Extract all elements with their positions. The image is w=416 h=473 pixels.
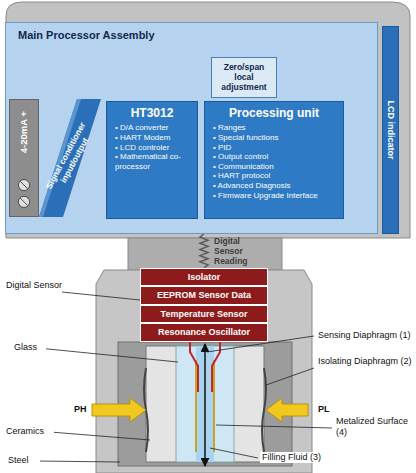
- part-label: Sensing Diaphragm (1): [316, 330, 416, 341]
- list-item: • D/A converter: [113, 123, 191, 133]
- sensor-layer: Resonance Oscillator: [140, 323, 268, 342]
- processor-box: Processing unit • Ranges• Special functio…: [204, 101, 344, 219]
- part-label: Ceramics: [4, 426, 54, 437]
- screw-slot: [20, 198, 27, 205]
- box-title: Processing unit: [211, 106, 337, 120]
- list-item: • Output control: [211, 152, 337, 162]
- list-item: • Advanced Diagnosis: [211, 181, 337, 191]
- list-item: • Firmware Upgrade Interface: [211, 191, 337, 201]
- list-item: • LCD controler: [113, 143, 191, 153]
- sensor-layer: Temperature Sensor: [140, 305, 268, 323]
- node-label: LCD indicator: [385, 100, 396, 159]
- leader-line: [216, 425, 332, 428]
- main-panel: Zero/span local adjustment 4-20mA + Signal…: [5, 22, 378, 234]
- leader-line: [36, 461, 120, 462]
- connector-label: Digital Sensor Reading: [214, 236, 262, 266]
- pressure-label: PH: [72, 404, 94, 415]
- sensor-wire: [190, 342, 198, 392]
- leader-line: [38, 348, 178, 362]
- leader-line: [50, 432, 150, 440]
- part-label: Digital Sensor: [4, 280, 68, 291]
- electronics-housing: [6, 2, 410, 238]
- node-label: Main Processor Assembly: [18, 29, 365, 42]
- list-item: • PID: [211, 143, 337, 153]
- terminal-screw: [18, 179, 29, 190]
- part-label: Filling Fluid (3): [260, 452, 344, 463]
- steel-housing: [118, 342, 292, 466]
- chip-box: HT3012 • D/A converter• HART Modem• LCD c…: [106, 101, 198, 219]
- list-item: • Ranges: [211, 123, 337, 133]
- leader-line: [62, 292, 140, 300]
- list-item: • HART protocol: [211, 171, 337, 181]
- list-item: • Mathematical co-processor: [113, 152, 191, 171]
- list-item: • Communication: [211, 162, 337, 172]
- terminal-strip: 4-20mA +: [9, 99, 39, 217]
- metalized-surface: [213, 360, 215, 452]
- node-label: 4-20mA +: [18, 112, 29, 154]
- leader-lines: [36, 292, 332, 462]
- part-label: Glass: [12, 342, 46, 353]
- node-label: Zero/span local adjustment: [215, 62, 273, 93]
- node-label: EEPROM Sensor Data: [157, 290, 251, 301]
- sensor-body: [96, 270, 312, 473]
- screw-slot: [20, 181, 27, 188]
- part-label: Metalized Surface (4): [334, 416, 414, 438]
- pressure-arrow-low: [266, 398, 308, 422]
- sensor-layer: EEPROM Sensor Data: [140, 286, 268, 305]
- lcd-bar: LCD indicator: [382, 26, 399, 234]
- list-item: • HART Modem: [113, 133, 191, 143]
- sensing-diaphragm: [204, 344, 206, 466]
- terminal-screw: [18, 196, 29, 207]
- signal-conditioner-band: Signal conditioner input/output: [39, 99, 101, 217]
- band-fill: [39, 99, 101, 217]
- pressure-arrow-high: [92, 398, 146, 422]
- sensor-layer: Isolator: [140, 268, 268, 286]
- list-item: • Special functions: [211, 133, 337, 143]
- part-label: Isolating Diaphragm (2): [316, 356, 416, 367]
- adjustment-box: Zero/span local adjustment: [211, 57, 277, 98]
- node-label: Resonance Oscillator: [158, 327, 250, 338]
- leader-line: [210, 448, 258, 458]
- node-label: Temperature Sensor: [161, 309, 248, 320]
- box-title: HT3012: [113, 106, 191, 120]
- sensor-wire: [212, 342, 220, 392]
- pressure-label: PL: [316, 404, 338, 415]
- spring-connector: [200, 234, 208, 268]
- part-label: Steel: [6, 455, 40, 466]
- leader-line: [266, 368, 314, 385]
- node-label: Isolator: [188, 272, 221, 283]
- metalized-surface: [195, 360, 197, 452]
